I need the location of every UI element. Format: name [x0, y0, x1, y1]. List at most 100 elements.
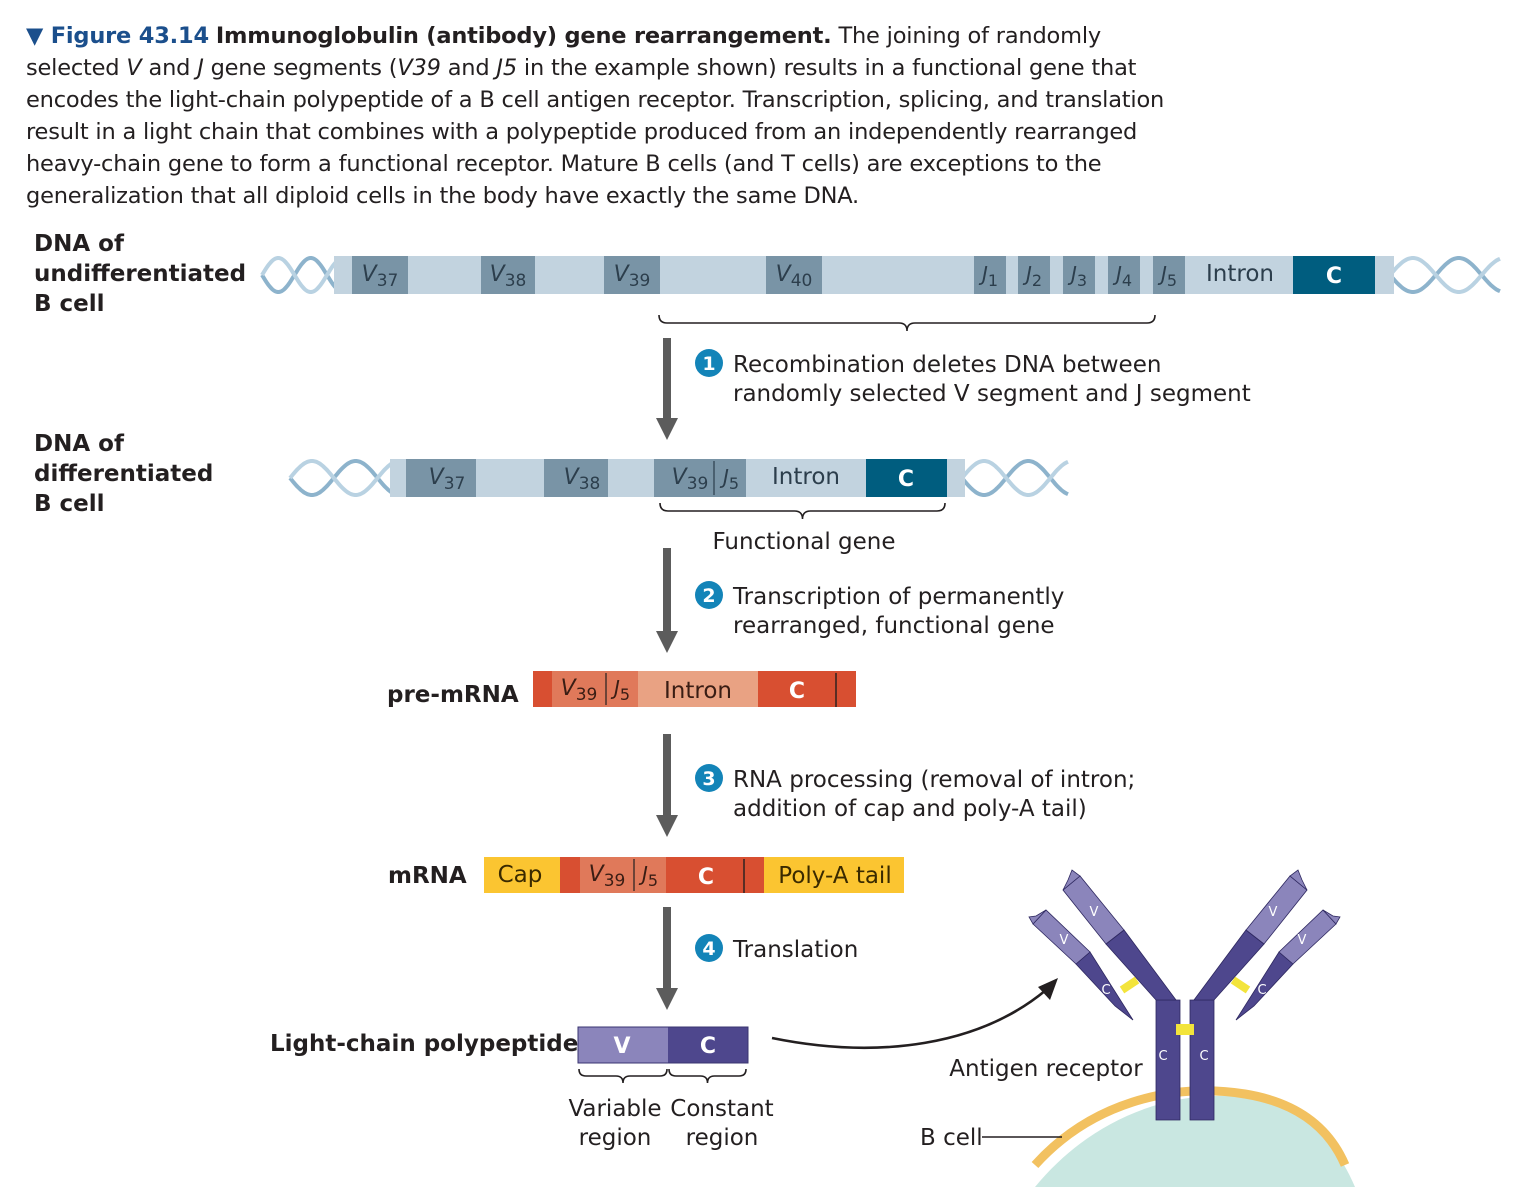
intron-label: Intron	[1206, 261, 1274, 287]
label-line: B cell	[34, 491, 105, 517]
step-4-text: Translation	[732, 937, 858, 963]
label-dna-undifferentiated: DNA of undifferentiated B cell	[34, 229, 246, 319]
b-cell-label: B cell	[920, 1125, 983, 1151]
arrow-head	[656, 631, 678, 653]
heavy-chain-tip-left	[1062, 869, 1081, 891]
receptor-v-label: V	[1298, 933, 1307, 948]
arrow-head	[656, 815, 678, 837]
pathway-arrow-head	[1038, 978, 1058, 1000]
dna-helix-left	[260, 256, 342, 294]
intron-label: Intron	[772, 464, 840, 490]
v-segment-label-38: V38	[564, 465, 601, 494]
step-2-circle-number: 2	[702, 585, 715, 607]
j-segment-label-5: J5	[719, 465, 739, 493]
receptor-v-label: V	[1090, 905, 1099, 920]
c-segment-label: C	[1326, 264, 1342, 289]
j-segment-label-5: J5	[1157, 262, 1177, 290]
constant-region-brace	[668, 1068, 747, 1084]
figure-title: Immunoglobulin (antibody) gene rearrange…	[215, 23, 832, 49]
pre-mrna-v-segment	[552, 671, 606, 707]
caption-j5: J5	[496, 55, 517, 81]
mrna-j-segment	[634, 857, 666, 893]
label-line: differentiated	[34, 461, 214, 487]
caption-text: in the example shown) results in a funct…	[26, 55, 1165, 209]
j-segment-label-3: J3	[1067, 262, 1087, 290]
pre-mrna-intron-label: Intron	[664, 678, 732, 704]
arrow-shaft	[663, 548, 671, 633]
j-segment-3	[1063, 256, 1095, 294]
helix-strand	[288, 459, 396, 497]
v-segment-37	[406, 459, 476, 497]
label-pre-mrna: pre-mRNA	[387, 682, 519, 708]
j-segment-5	[714, 459, 746, 497]
v-segment-label-38: V38	[490, 262, 527, 291]
step-1-circle	[695, 349, 723, 377]
polypeptide-v-label: V	[613, 1034, 630, 1059]
dna-helix-left	[288, 459, 396, 497]
step-2-text: Transcription of permanently	[732, 584, 1064, 610]
helix-strand	[260, 256, 342, 294]
v-segment-38	[481, 256, 535, 294]
j-segment-1	[974, 256, 1006, 294]
arrow-head	[656, 988, 678, 1010]
pathway-arrow	[771, 989, 1047, 1050]
label-line: B cell	[34, 291, 105, 317]
light-chain-tip-right	[1322, 909, 1341, 925]
j-segment-label-1: J1	[978, 262, 998, 290]
step-3-text: RNA processing (removal of intron;	[733, 767, 1135, 793]
light-chain-v-right	[1278, 909, 1337, 965]
c-segment	[1293, 256, 1375, 294]
v-segment-39	[604, 256, 660, 294]
arrow-step-3	[656, 734, 678, 837]
recombination-brace	[658, 314, 1156, 332]
functional-gene-brace	[659, 502, 946, 520]
caption-text: The joining of randomly selected	[26, 23, 1101, 81]
polypeptide-c-label: C	[700, 1034, 716, 1059]
arrow-step-2	[656, 548, 678, 653]
figure-label: ▼ Figure 43.14	[26, 23, 209, 49]
receptor-c-label: C	[1257, 983, 1266, 998]
dna-helix-right	[960, 459, 1069, 497]
variable-region-label: region	[579, 1125, 652, 1151]
heavy-chain-tip-right	[1289, 869, 1308, 891]
v-segment-label-39: V39	[614, 262, 651, 291]
disulfide-bond	[1119, 976, 1140, 994]
mrna-poly-a-label: Poly-A tail	[778, 863, 891, 889]
v-segment-label-37: V37	[362, 262, 399, 291]
helix-strand	[960, 459, 1069, 497]
light-chain-tip-left	[1028, 909, 1047, 925]
constant-region-label: Constant	[670, 1096, 773, 1122]
helix-strand	[1388, 256, 1501, 294]
label-line: undifferentiated	[34, 261, 247, 287]
j-segment-label-4: J4	[1112, 262, 1132, 290]
arrow-step-4	[656, 907, 678, 1010]
receptor-c-label: C	[1199, 1049, 1208, 1064]
caption-j: J	[197, 55, 204, 81]
mrna-j-label: J5	[638, 862, 658, 890]
receptor-c-label: C	[1101, 983, 1110, 998]
step-1-text: Recombination deletes DNA between	[733, 352, 1161, 378]
pre-mrna-v-label: V39	[561, 676, 598, 705]
step-1-circle-number: 1	[702, 353, 715, 375]
step-3-circle	[695, 764, 723, 792]
mrna-v-segment	[580, 857, 634, 893]
c-segment-label: C	[898, 467, 914, 492]
v-segment-label-37: V37	[429, 465, 466, 494]
polypeptide-variable-region	[578, 1027, 668, 1063]
label-line: DNA of	[34, 431, 124, 457]
caption-v: V	[126, 55, 142, 81]
step-3-circle-number: 3	[702, 768, 715, 790]
v-segment-39	[654, 459, 714, 497]
variable-region-brace	[578, 1068, 668, 1084]
caption-text: and	[440, 55, 497, 81]
receptor-c-label: C	[1158, 1049, 1167, 1064]
v-segment-label-40: V40	[776, 262, 813, 291]
pre-mrna-j-label: J5	[610, 676, 630, 704]
dna-helix-right	[1388, 256, 1501, 294]
mrna-c-label: C	[698, 865, 714, 890]
polypeptide-constant-region	[668, 1027, 748, 1063]
mrna-cap	[484, 857, 560, 893]
mrna-leader	[560, 857, 580, 893]
j-segment-4	[1108, 256, 1140, 294]
